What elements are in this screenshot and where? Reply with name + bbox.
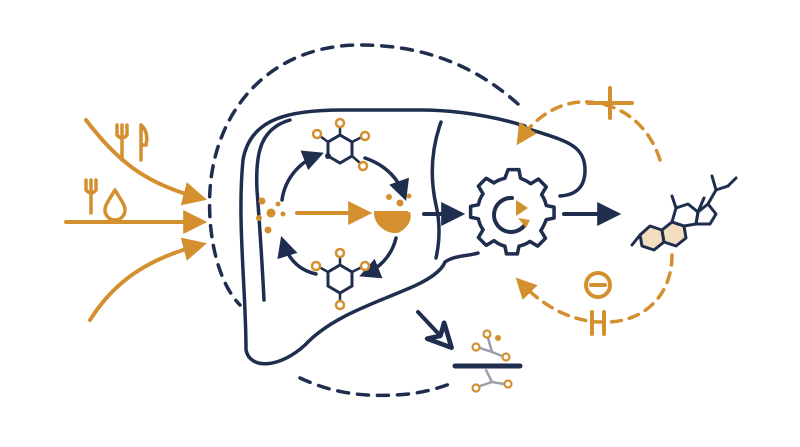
outer-dashed-arc-left — [207, 43, 520, 307]
arrow-to-membrane — [416, 310, 454, 351]
inhibition-bar-icon — [586, 86, 634, 120]
right-dashed-arc-bottom — [515, 253, 674, 324]
cycle-arrow-bottom-left — [277, 235, 318, 276]
input-arrows — [64, 118, 208, 322]
molecule-icon-top — [311, 117, 371, 172]
bile-droplet-icon — [374, 193, 412, 234]
right-dashed-arc-top — [516, 100, 662, 162]
molecule-icon-bottom — [310, 247, 371, 311]
fork-knife-icon — [115, 123, 149, 162]
input-arrow-bottom — [88, 237, 207, 322]
minus-circle-icon — [584, 271, 612, 299]
fork-drop-icon — [84, 178, 127, 222]
membrane-icon — [452, 329, 523, 393]
cycle-arrow-bottom-right — [359, 236, 398, 279]
cycle-arrow-top-right — [363, 156, 410, 201]
steroid-molecule-icon — [630, 174, 738, 252]
cycle-arrow-top-left — [280, 150, 324, 202]
particle-dots — [256, 197, 286, 234]
inhibition-double-bar-icon — [590, 310, 606, 336]
liver-outline — [239, 108, 587, 366]
input-arrow-top — [84, 118, 207, 206]
outer-dashed-arc-bottom — [298, 376, 457, 398]
metabolic-cycle-arrows — [277, 150, 410, 279]
gear-icon — [468, 167, 556, 256]
droplet-icon — [103, 188, 127, 222]
